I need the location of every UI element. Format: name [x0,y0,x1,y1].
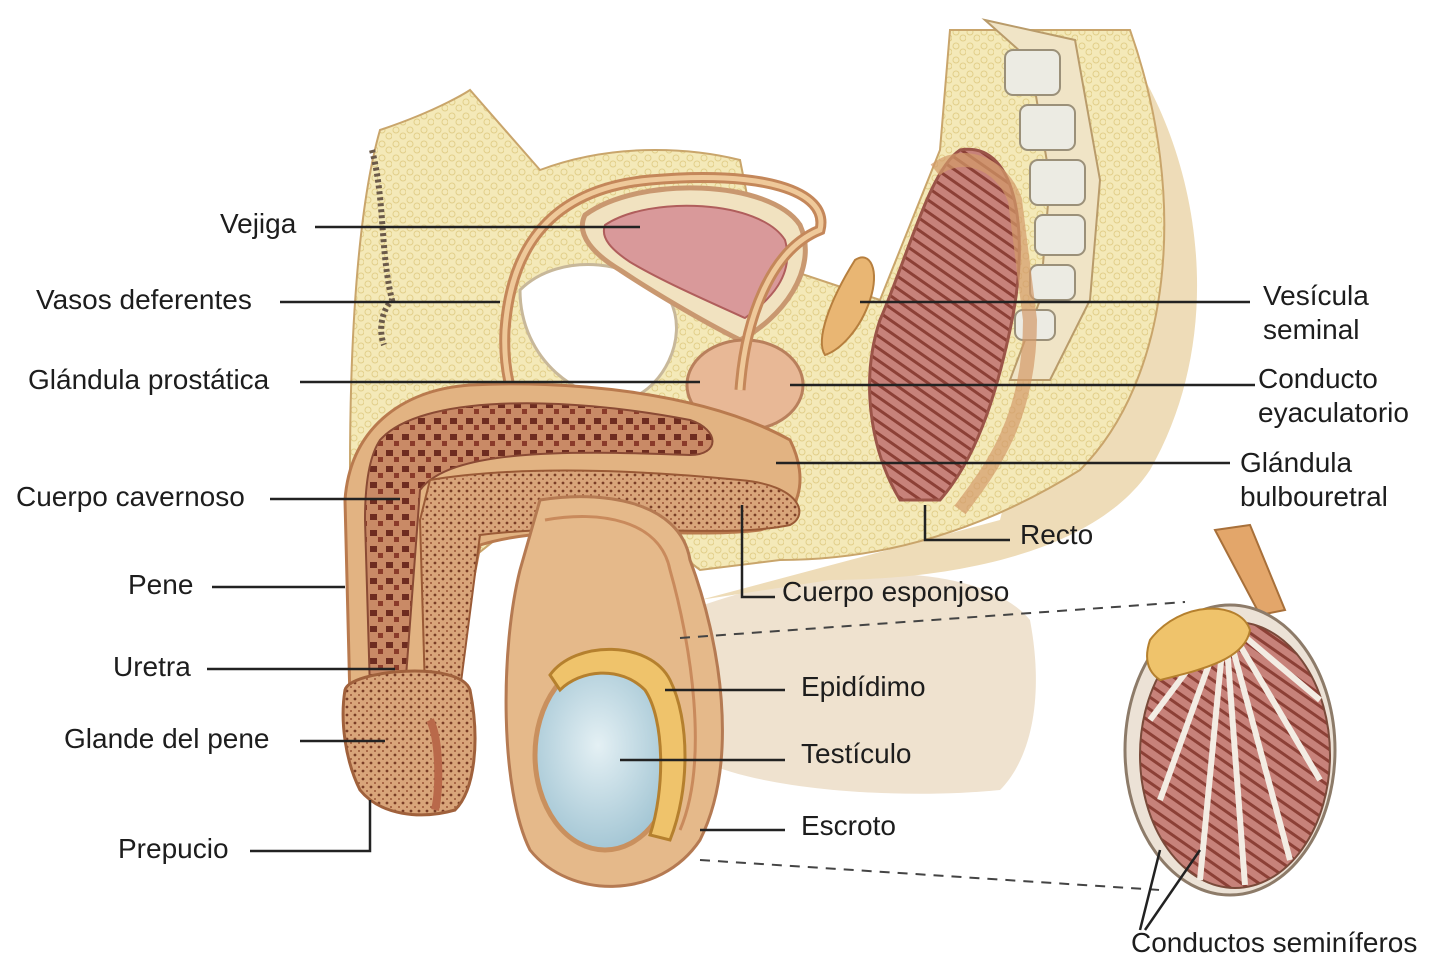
label-glandula-bulbouretral: Glándula bulbouretral [1240,446,1388,514]
label-glande-del-pene: Glande del pene [64,722,270,756]
label-conducto-line1: Conducto [1258,362,1409,396]
label-conductos-seminiferos: Conductos seminíferos [1131,926,1417,960]
label-recto: Recto [1020,518,1093,552]
label-glandula-prostatica: Glándula prostática [28,363,269,397]
label-conducto-line2: eyaculatorio [1258,396,1409,430]
label-vesicula-line2: seminal [1263,313,1369,347]
label-epididimo: Epidídimo [801,670,926,704]
zoom-guide-bottom [700,860,1160,890]
label-testiculo: Testículo [801,737,912,771]
label-prepucio: Prepucio [118,832,229,866]
label-vesicula-seminal: Vesícula seminal [1263,279,1369,347]
label-conducto-eyaculatorio: Conducto eyaculatorio [1258,362,1409,430]
label-pene: Pene [128,568,193,602]
label-vejiga: Vejiga [220,207,296,241]
label-cuerpo-esponjoso: Cuerpo esponjoso [782,575,1009,609]
label-uretra: Uretra [113,650,191,684]
label-bulbo-line1: Glándula [1240,446,1388,480]
label-escroto: Escroto [801,809,896,843]
label-bulbo-line2: bulbouretral [1240,480,1388,514]
label-cuerpo-cavernoso: Cuerpo cavernoso [16,480,245,514]
label-vesicula-line1: Vesícula [1263,279,1369,313]
label-vasos-deferentes: Vasos deferentes [36,283,252,317]
glans [343,671,475,815]
testis-cross-section [1125,525,1335,895]
